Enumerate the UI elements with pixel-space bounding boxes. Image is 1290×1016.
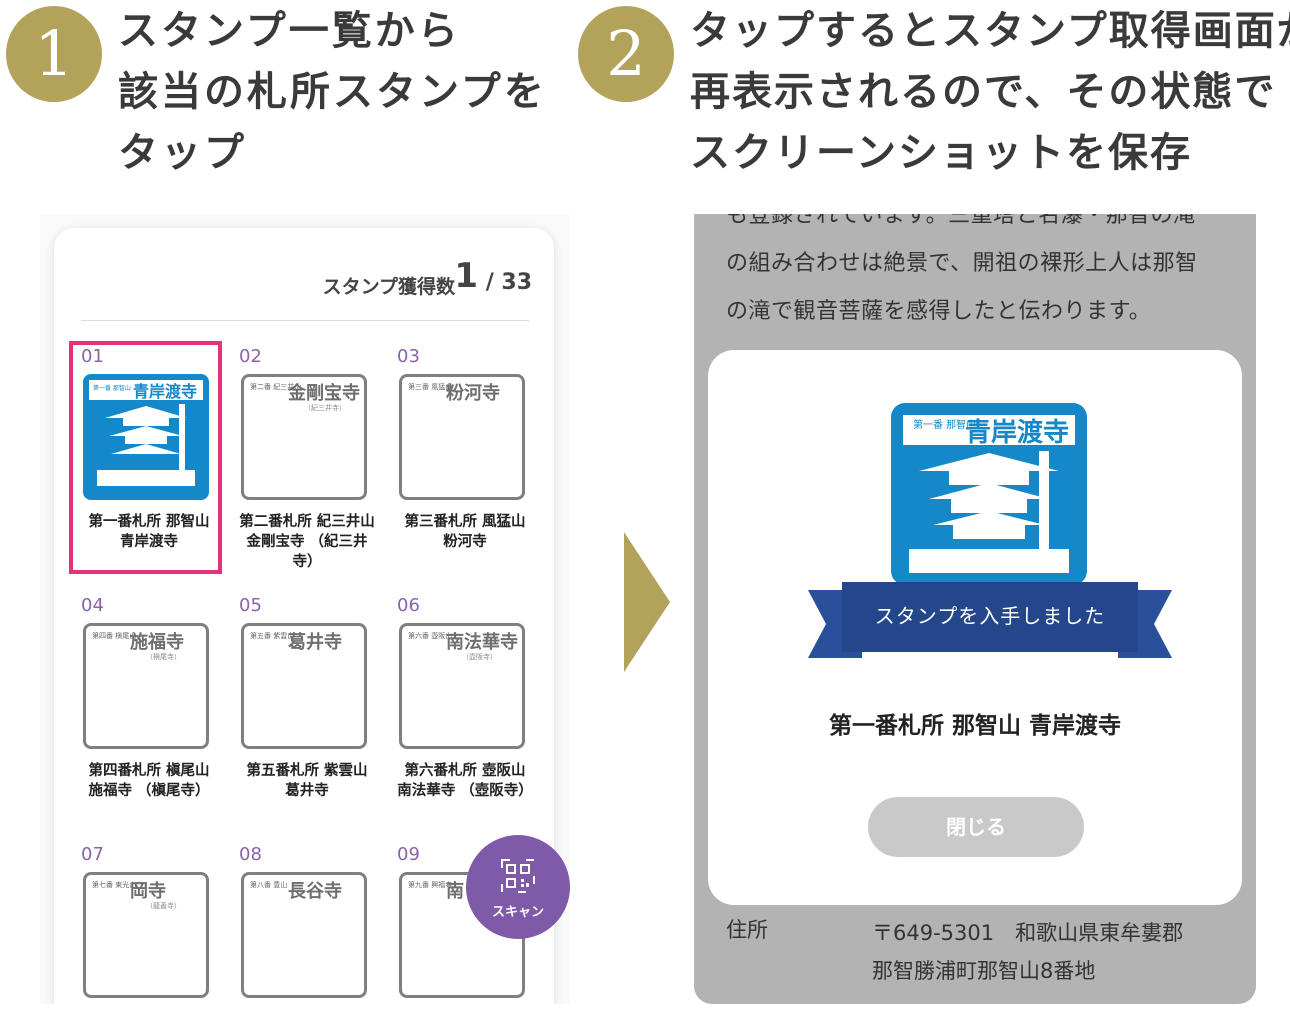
close-button[interactable]: 閉じる [868,797,1084,857]
stamp-image: 第六番 壺阪山南法華寺（壺阪寺） [399,623,525,749]
step-1-line-3: タップ [118,129,247,176]
description-line: の滝で観音菩薩を感得したと伝わります。 [726,299,1152,324]
stamp-small-text: 第三番 風猛山 [408,383,453,391]
stamp-name: 第五番札所 紫雲山 葛井寺 [246,763,368,799]
stamp-big-text: 岡寺 [130,881,166,902]
scan-button-label: スキャン [491,905,544,920]
stamp-big-text: 青岸渡寺 [133,382,197,401]
stamp-big-text: 南 [446,881,464,902]
stamp-count-label: スタンプ獲得数 [322,276,455,298]
step-2-text: タップするとスタンプ取得画面が 再表示されるので、その状態で スクリーンショット… [690,0,1290,183]
stamp-small-text: 第一番 那智山 [913,418,976,431]
stamp-number: 03 [397,346,420,367]
temple-description: も登録されています。三重塔と名瀑・那智の滝 の組み合わせは絶景で、開祖の裸形上人… [726,214,1236,336]
stamp-big-text: 長谷寺 [288,881,342,902]
ribbon-banner [808,582,1172,658]
stamp-big-text: 南法華寺 [446,632,518,653]
stamp-small-text: 第七番 東光山 [92,881,137,889]
description-line: も登録されています。三重塔と名瀑・那智の滝 [726,214,1196,228]
stamp-image: 第四番 槇尾山施福寺（槇尾寺） [83,623,209,749]
stamp-number: 01 [81,346,104,367]
qr-code-icon [501,859,535,893]
address-line: 〒649-5301 和歌山県東牟婁郡 [872,921,1184,945]
temple-stamp-image: 第一番 那智山 青岸渡寺 [891,403,1087,585]
stamp-number: 06 [397,595,420,616]
step-2-line-1: タップするとスタンプ取得画面が [690,7,1290,54]
arrow-right-icon [624,532,670,672]
stamp-name: 第六番札所 壺阪山 南法華寺 （壺阪寺） [397,763,533,799]
ribbon-text: スタンプを入手しました [874,604,1106,628]
stamp-count-current: 1 [454,256,478,296]
tap-highlight [69,341,222,574]
modal-title: 第一番札所 那智山 青岸渡寺 [828,713,1121,739]
stamp-detail-screen: も登録されています。三重塔と名瀑・那智の滝 の組み合わせは絶景で、開祖の裸形上人… [694,214,1256,1004]
stamp-acquired-modal: 第一番 那智山 青岸渡寺 スタンプを入手しました 第一番札所 那智山 青岸渡寺 … [708,350,1242,905]
step-1-badge: 1 [6,6,102,102]
stamp-small-text: 第八番 豊山 [250,881,288,889]
stamp-list-screen: スタンプ獲得数 1 / 33 01 第一番 那智山青岸渡寺第一番札所 那智山 青岸… [40,214,570,1004]
stamp-number: 09 [397,844,420,865]
stamp-small-text: 第六番 壺阪山 [408,632,453,640]
stamp-small-text: 第五番 紫雲山 [250,632,295,640]
stamp-number: 02 [239,346,262,367]
stamp-count: スタンプ獲得数 1 / 33 [54,228,532,308]
stamp-name: 第四番札所 槇尾山 施福寺 （槇尾寺） [88,763,210,799]
step-2-badge: 2 [578,6,674,102]
stamp-name: 第一番札所 那智山 青岸渡寺 [88,514,210,550]
stamp-big-text: 葛井寺 [288,632,342,653]
stamp-image: 第二番 紀三井山金剛宝寺（紀三井寺） [241,374,367,500]
step-1-text: スタンプ一覧から 該当の札所スタンプを タップ [118,0,547,183]
stamp-number: 08 [239,844,262,865]
stamp-sub-text: （壺阪寺） [462,653,497,661]
stamp-image: 第七番 東光山岡寺（龍蓋寺） [83,872,209,998]
stamp-big-text: 金剛宝寺 [288,383,360,404]
stamp-image: 第五番 紫雲山葛井寺 [241,623,367,749]
stamp-name: 第二番札所 紀三井山 金剛宝寺 （紀三井寺） [239,514,375,570]
stamp-sub-text: （槇尾寺） [146,653,181,661]
stamp-big-text: 青岸渡寺 [965,417,1069,448]
stamp-image: 第一番 那智山青岸渡寺 [83,374,209,500]
step-1-line-2: 該当の札所スタンプを [118,68,547,115]
scan-button[interactable]: スキャン [466,835,570,939]
step-2-line-2: 再表示されるので、その状態で [690,68,1277,115]
description-line: の組み合わせは絶景で、開祖の裸形上人は那智 [726,251,1198,276]
stamp-number: 04 [81,595,104,616]
stamp-big-text: 粉河寺 [446,383,500,404]
stamp-small-text: 第九番 興福寺 [408,881,453,889]
step-2-line-3: スクリーンショットを保存 [690,129,1192,176]
address-value: 〒649-5301 和歌山県東牟婁郡 那智勝浦町那智山8番地 [872,914,1183,990]
stamp-list-card: スタンプ獲得数 1 / 33 01 第一番 那智山青岸渡寺第一番札所 那智山 青岸… [54,228,554,1004]
stamp-count-total: / 33 [485,270,532,295]
stamp-image: 第八番 豊山長谷寺 [241,872,367,998]
divider [81,320,529,321]
address-line: 那智勝浦町那智山8番地 [872,959,1096,983]
stamp-number: 07 [81,844,104,865]
step-1-line-1: スタンプ一覧から [118,7,461,54]
stamp-name: 第三番札所 風猛山 粉河寺 [404,514,526,550]
stamp-small-text: 第一番 那智山 [93,384,131,392]
address-label: 住所 [726,918,768,942]
stamp-small-text: 第四番 槇尾山 [92,632,137,640]
stamp-small-text: 第二番 紀三井山 [250,383,302,391]
stamp-sub-text: （龍蓋寺） [146,902,181,910]
stamp-sub-text: （紀三井寺） [304,404,346,412]
stamp-big-text: 施福寺 [130,632,184,653]
stamp-number: 05 [239,595,262,616]
stamp-image: 第三番 風猛山粉河寺 [399,374,525,500]
